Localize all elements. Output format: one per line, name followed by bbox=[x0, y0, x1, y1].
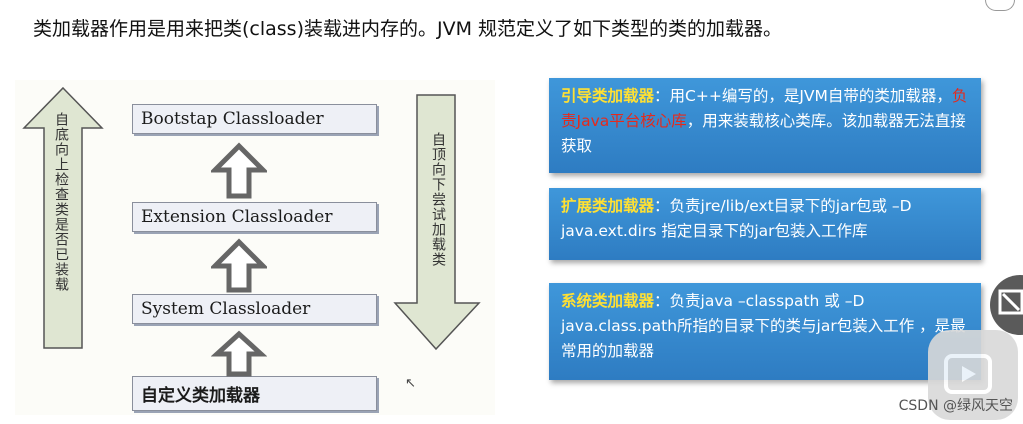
panel-text: ，用来装载核心类库。该加载器无法直接获取 bbox=[561, 112, 966, 155]
top-down-arrow bbox=[393, 94, 481, 351]
extension-classloader-box: Extension Classloader bbox=[132, 202, 377, 232]
csdn-watermark: CSDN @绿风天空 bbox=[898, 398, 1013, 414]
up-arrow-1 bbox=[211, 142, 267, 199]
play-overlay-button[interactable] bbox=[928, 330, 1018, 420]
panel-title: 扩展类加载器 bbox=[561, 197, 655, 215]
panel-highlight: 负责Java平台核心库 bbox=[561, 87, 968, 130]
panel-text: ：负责java –classpath 或 –D java.class.path所… bbox=[561, 292, 966, 360]
bottom-up-arrow bbox=[22, 86, 104, 349]
play-icon bbox=[944, 354, 992, 394]
page-heading: 类加载器作用是用来把类(class)装载进内存的。JVM 规范定义了如下类型的类… bbox=[33, 18, 783, 40]
bootstrap-loader-panel: 引导类加载器：用C++编写的，是JVM自带的类加载器，负责Java平台核心库，用… bbox=[549, 78, 981, 173]
bottom-up-arrow-label: 自底向上检查类是否已装载 bbox=[53, 112, 69, 292]
system-loader-panel: 系统类加载器：负责java –classpath 或 –D java.class… bbox=[549, 283, 981, 380]
custom-classloader-box: 自定义类加载器 bbox=[132, 376, 377, 411]
panel-text: ：用C++编写的，是JVM自带的类加载器， bbox=[654, 87, 952, 105]
panel-title: 系统类加载器 bbox=[561, 292, 655, 310]
close-overlay-button[interactable] bbox=[990, 275, 1023, 335]
up-arrow-3 bbox=[211, 330, 267, 377]
extension-loader-panel: 扩展类加载器：负责jre/lib/ext目录下的jar包或 –D java.ex… bbox=[549, 188, 981, 260]
panel-text: ：负责jre/lib/ext目录下的jar包或 –D java.ext.dirs… bbox=[561, 197, 912, 240]
classloader-diagram: 自底向上检查类是否已装载 自顶向下尝试加载类 Bootstap Classloa… bbox=[15, 80, 495, 415]
close-icon bbox=[998, 289, 1023, 315]
up-arrow-2 bbox=[211, 238, 267, 293]
panel-title: 引导类加载器 bbox=[561, 87, 655, 105]
top-down-arrow-label: 自顶向下尝试加载类 bbox=[430, 132, 446, 267]
bootstrap-classloader-box: Bootstap Classloader bbox=[132, 104, 377, 134]
top-edge-decoration bbox=[985, 0, 1015, 11]
system-classloader-box: System Classloader bbox=[132, 294, 377, 324]
cursor-icon: ↖ bbox=[405, 376, 416, 391]
